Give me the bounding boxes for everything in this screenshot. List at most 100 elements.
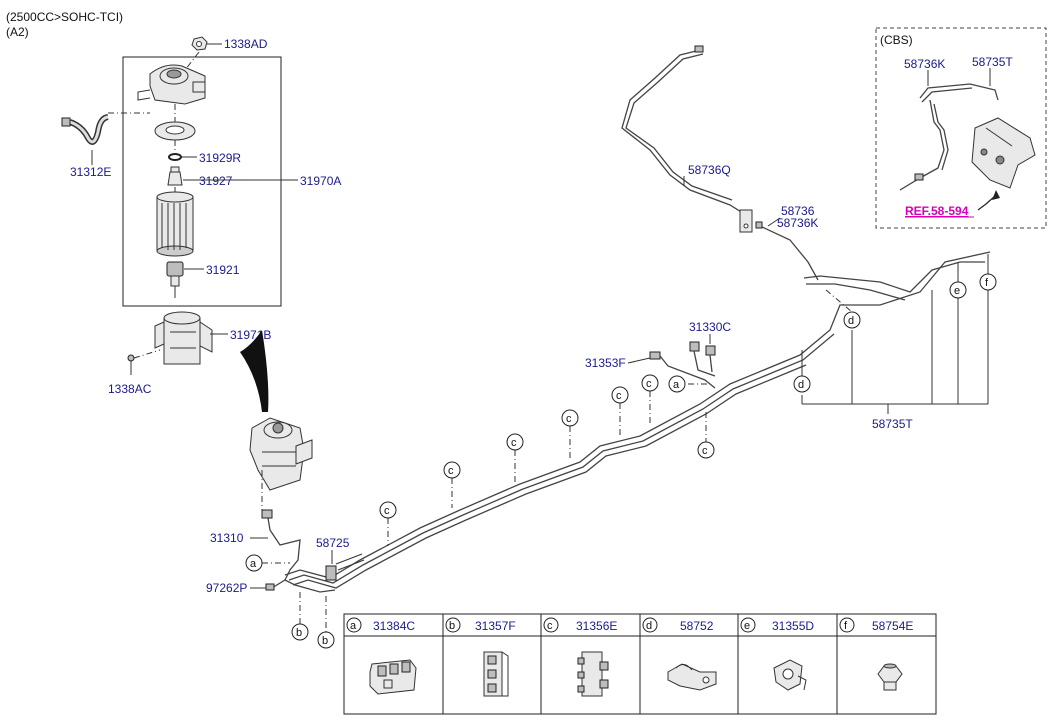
svg-text:31357F: 31357F — [475, 619, 516, 633]
label-31921[interactable]: 31921 — [206, 263, 240, 277]
fuel-line-31310 — [267, 517, 301, 581]
legend-cell-d[interactable]: d 58752 — [642, 617, 717, 691]
sensor-31927-icon — [167, 166, 183, 186]
pipe-58736Q — [621, 45, 753, 233]
legend-cell-c[interactable]: c 31356E — [543, 617, 617, 697]
label-31330C[interactable]: 31330C — [689, 320, 731, 334]
bolt-1338AC-icon — [127, 354, 135, 375]
label-31310[interactable]: 31310 — [210, 531, 244, 545]
svg-text:c: c — [511, 437, 517, 449]
svg-text:d: d — [848, 315, 854, 327]
label-31970A[interactable]: 31970A — [300, 174, 341, 188]
cbs-reference-link[interactable]: REF.58-594 — [905, 204, 969, 218]
engine-spec-line: (2500CC>SOHC-TCI) — [6, 10, 123, 24]
fitting-31353F-icon — [649, 351, 716, 389]
svg-text:e: e — [954, 285, 960, 297]
callout-b-1[interactable]: b — [291, 592, 309, 641]
svg-text:b: b — [296, 627, 302, 639]
label-58736Q[interactable]: 58736Q — [688, 163, 731, 177]
line-fitting-icon — [261, 509, 273, 519]
legend-cell-e[interactable]: e 31355D — [740, 617, 814, 691]
svg-text:b: b — [449, 620, 455, 632]
assembled-filter-icon — [249, 417, 313, 491]
callout-a-left[interactable]: a — [245, 554, 290, 572]
callout-d-2[interactable]: d — [825, 289, 861, 329]
assembly-arrow-icon — [240, 330, 269, 412]
callout-c-3[interactable]: c — [506, 433, 524, 484]
callout-c-5[interactable]: c — [611, 386, 629, 436]
legend-cell-b[interactable]: b 31357F — [445, 617, 516, 697]
pipe-58736 — [759, 225, 819, 281]
filter-head-icon — [137, 64, 206, 105]
callout-b-2[interactable]: b — [317, 596, 335, 649]
cbs-bracket-icon — [971, 117, 1036, 189]
bracket-31971B-icon — [154, 311, 213, 365]
cbs-title: (CBS) — [880, 33, 913, 47]
label-31927[interactable]: 31927 — [199, 174, 233, 188]
label-31929R[interactable]: 31929R — [199, 151, 241, 165]
clip-vertical-icon — [483, 651, 509, 697]
cbs-label-58736K[interactable]: 58736K — [904, 57, 945, 71]
fitting-58736-icon — [755, 221, 763, 229]
cbs-inset-frame — [875, 27, 1047, 229]
callout-c-7[interactable]: c — [697, 412, 715, 459]
svg-text:a: a — [350, 620, 357, 632]
legend-cell-f[interactable]: f 58754E — [839, 617, 913, 691]
legend-table — [343, 613, 937, 715]
label-58736K[interactable]: 58736K — [777, 216, 818, 230]
callout-c-2[interactable]: c — [443, 461, 461, 508]
filter-cartridge-icon — [156, 191, 194, 257]
callout-e[interactable]: e — [949, 262, 967, 299]
callout-c-6[interactable]: c — [641, 374, 659, 424]
filter-assembly-frame — [122, 56, 282, 307]
svg-text:31384C: 31384C — [373, 619, 415, 633]
fitting-31330C-icon — [689, 341, 716, 377]
hose-31312E-icon — [61, 114, 109, 145]
svg-text:f: f — [844, 620, 848, 632]
svg-text:58752: 58752 — [680, 619, 714, 633]
callout-d-1[interactable]: d — [793, 350, 811, 393]
cbs-pipes — [899, 83, 999, 191]
clip-stack-icon — [577, 651, 609, 697]
label-97262P[interactable]: 97262P — [206, 581, 247, 595]
label-58735T[interactable]: 58735T — [872, 417, 913, 431]
callout-f[interactable]: f — [979, 254, 997, 291]
fitting-nut-icon — [877, 663, 903, 691]
svg-text:c: c — [702, 445, 708, 457]
label-58736[interactable]: 58736 — [781, 204, 815, 218]
heater-31921-icon — [166, 261, 184, 298]
svg-text:a: a — [673, 379, 680, 391]
svg-text:e: e — [744, 620, 750, 632]
svg-text:c: c — [566, 413, 572, 425]
callout-c-1[interactable]: c — [379, 501, 397, 546]
clip-58725-icon — [325, 553, 365, 581]
variant-line: (A2) — [6, 25, 29, 39]
legend-cell-a[interactable]: a 31384C — [346, 617, 417, 695]
label-31971B[interactable]: 31971B — [230, 328, 271, 342]
callout-a-top[interactable]: a — [668, 375, 710, 393]
o-ring-31929R-icon — [168, 153, 182, 161]
label-31353F[interactable]: 31353F — [585, 356, 626, 370]
svg-text:31356E: 31356E — [576, 619, 617, 633]
clip-triple-icon — [369, 659, 417, 695]
svg-text:c: c — [646, 378, 652, 390]
svg-text:d: d — [798, 379, 804, 391]
seal-ring-icon — [154, 121, 196, 141]
svg-text:c: c — [616, 390, 622, 402]
label-1338AC[interactable]: 1338AC — [108, 382, 152, 396]
svg-text:58754E: 58754E — [872, 619, 913, 633]
svg-text:f: f — [985, 277, 989, 289]
cbs-label-58735T[interactable]: 58735T — [972, 55, 1013, 69]
svg-text:c: c — [547, 620, 553, 632]
svg-text:c: c — [448, 465, 454, 477]
label-1338AD[interactable]: 1338AD — [224, 37, 268, 51]
svg-text:31355D: 31355D — [772, 619, 814, 633]
label-58725[interactable]: 58725 — [316, 536, 350, 550]
svg-text:d: d — [646, 620, 652, 632]
bolt-1338AD-icon — [191, 36, 208, 51]
grommet-clip-icon — [773, 659, 807, 691]
callout-c-4[interactable]: c — [561, 409, 579, 458]
svg-text:b: b — [322, 635, 328, 647]
label-31312E[interactable]: 31312E — [70, 165, 111, 179]
